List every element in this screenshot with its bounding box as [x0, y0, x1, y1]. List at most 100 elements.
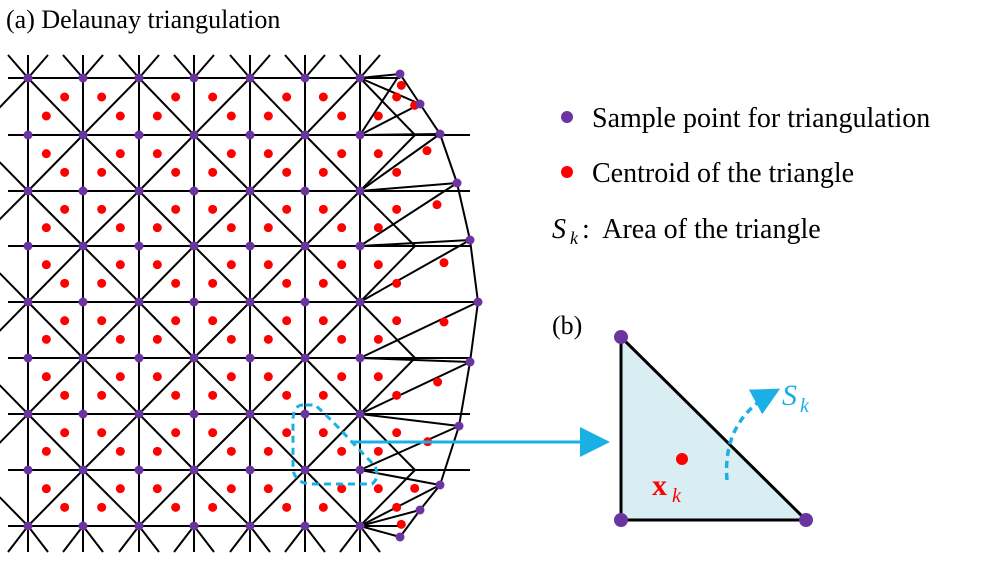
centroid-point — [41, 372, 51, 382]
sample-point — [78, 297, 88, 307]
sample-point — [134, 409, 144, 419]
centroid-point — [208, 316, 218, 326]
sample-point — [300, 521, 310, 531]
centroid-point — [171, 167, 181, 177]
sample-point — [23, 241, 33, 251]
mesh-edge — [0, 496, 29, 527]
detail-vertex-bottom-right — [799, 513, 813, 527]
centroid-point — [337, 446, 347, 456]
mesh-edge — [0, 190, 29, 221]
centroid-point — [318, 316, 328, 326]
centroid-point — [41, 484, 51, 494]
mesh-edge — [193, 245, 251, 303]
mesh-edge — [359, 133, 441, 192]
sample-point — [189, 521, 199, 531]
mesh-edge — [359, 301, 479, 359]
mesh-boundary-edge — [419, 103, 441, 135]
sample-point — [134, 521, 144, 531]
mesh-edge — [193, 190, 251, 247]
mesh-edge — [359, 413, 460, 427]
sample-point — [245, 465, 255, 475]
centroid-point — [208, 167, 218, 177]
centroid-point — [318, 502, 328, 512]
mesh-edge — [138, 54, 160, 79]
centroid-point — [433, 377, 443, 387]
centroid-point — [318, 204, 328, 214]
centroid-point — [41, 260, 51, 270]
mesh-edge — [304, 357, 361, 415]
centroid-point — [439, 258, 449, 268]
mesh-edge — [118, 525, 140, 553]
sample-point — [78, 465, 88, 475]
sample-points — [23, 69, 483, 542]
sample-point — [473, 297, 483, 307]
sample-point — [245, 130, 255, 140]
legend-sample-marker — [561, 111, 573, 123]
mesh-edge — [359, 245, 416, 303]
mesh-edge — [284, 54, 306, 79]
centroid-point — [263, 111, 273, 121]
centroid-point — [439, 317, 449, 327]
centroid-point — [263, 334, 273, 344]
centroid-point — [263, 149, 273, 159]
mesh-edge — [304, 190, 361, 247]
mesh-edge — [0, 301, 29, 332]
centroid-points — [41, 80, 449, 529]
centroid-point — [97, 204, 107, 214]
centroid-point — [318, 167, 328, 177]
sample-point — [189, 130, 199, 140]
mesh-edge — [249, 525, 271, 553]
mesh-edge — [0, 77, 29, 109]
panel-a-title: (a) Delaunay triangulation — [6, 5, 280, 34]
mesh-edge — [193, 301, 251, 359]
centroid-point — [373, 260, 383, 270]
sample-point — [23, 130, 33, 140]
centroid-point — [337, 260, 347, 270]
mesh-edge — [62, 54, 84, 79]
mesh-edge — [304, 525, 326, 553]
centroid-point — [115, 372, 125, 382]
centroid-point — [282, 167, 292, 177]
mesh-edge — [27, 190, 84, 247]
mesh-edge — [304, 245, 361, 303]
mesh-edge — [27, 469, 84, 527]
centroid-point — [171, 316, 181, 326]
mesh-boundary-edge — [399, 73, 421, 105]
centroid-point — [97, 167, 107, 177]
mesh-edge — [359, 239, 471, 303]
mesh-edge — [359, 134, 416, 192]
sample-point — [465, 235, 475, 245]
mesh-edge — [0, 161, 29, 192]
detail-triangle — [619, 333, 810, 522]
mesh-edge — [82, 77, 140, 136]
mesh-edge — [82, 525, 104, 553]
mesh-edge — [359, 361, 471, 415]
mesh-edge — [249, 134, 306, 192]
centroid-point — [115, 334, 125, 344]
mesh-edge — [193, 469, 251, 527]
sample-point — [189, 409, 199, 419]
mesh-boundary-edge — [456, 182, 471, 241]
mesh-edge — [359, 77, 416, 136]
centroid-point — [208, 278, 218, 288]
mesh-edge — [339, 54, 361, 79]
centroid-point — [41, 111, 51, 121]
sample-point — [245, 73, 255, 83]
highlighted-triangle-outline — [291, 403, 379, 486]
mesh-edge — [359, 301, 416, 359]
sample-point — [300, 353, 310, 363]
centroid-point — [263, 223, 273, 233]
mesh-edge — [138, 469, 195, 527]
centroid-point — [115, 260, 125, 270]
legend-area-label: : Area of the triangle — [582, 214, 821, 245]
centroid-point — [97, 278, 107, 288]
centroid-point — [373, 334, 383, 344]
centroid-point — [41, 446, 51, 456]
sample-point — [189, 241, 199, 251]
mesh-edge — [82, 301, 140, 359]
centroid-point — [171, 502, 181, 512]
mesh-edge — [304, 413, 361, 471]
sample-point — [245, 297, 255, 307]
mesh-edge — [229, 525, 251, 553]
